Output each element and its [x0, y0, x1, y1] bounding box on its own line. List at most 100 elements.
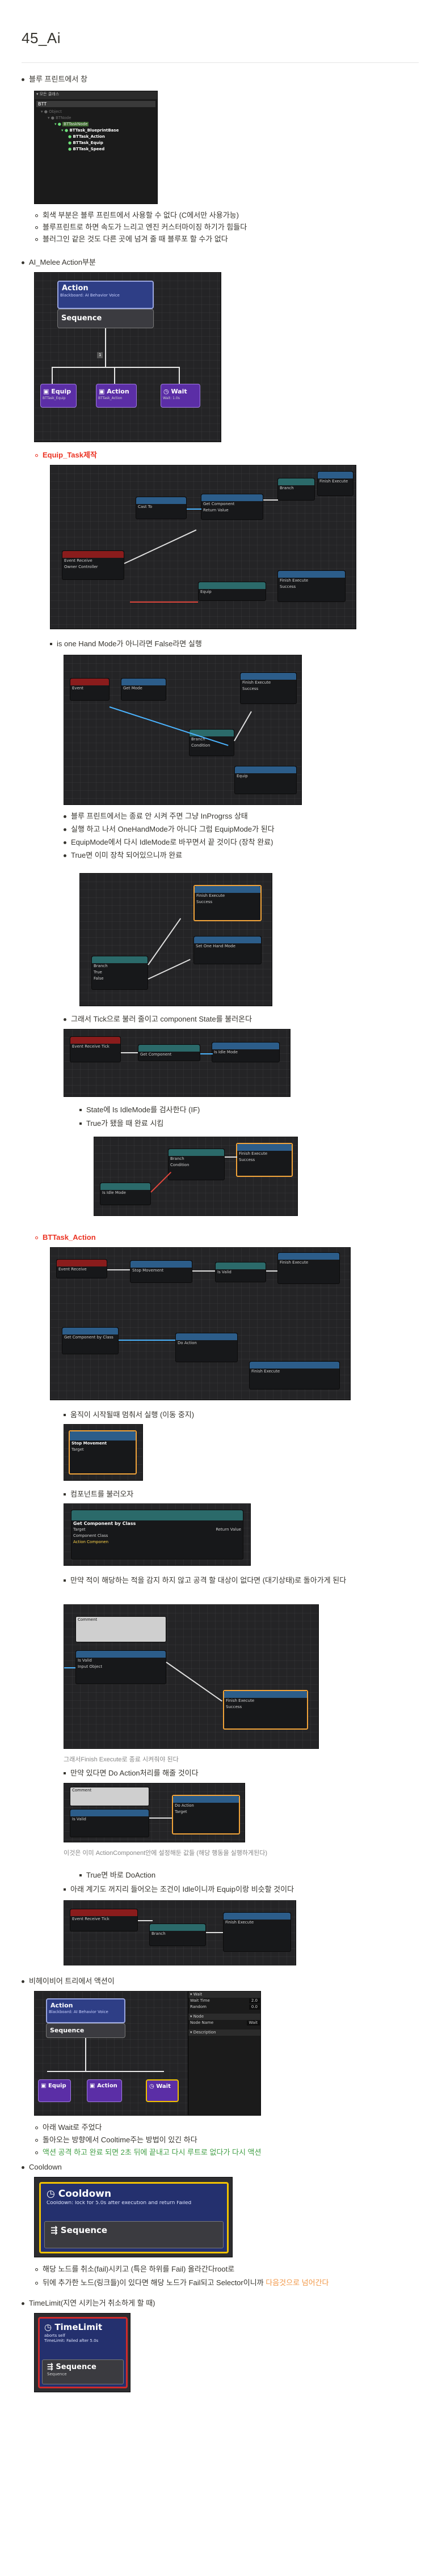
bt-link [52, 367, 53, 384]
graph-wire [138, 1920, 153, 1921]
bt-link [114, 367, 115, 384]
graph-node: Is Idle Mode [100, 1183, 151, 1205]
comment-box: Comment [70, 1787, 149, 1806]
graph-wire [234, 711, 252, 742]
cooldown-sequence: ⇶ Sequence [44, 2221, 224, 2248]
bullet-dot [35, 238, 38, 241]
bt-wait-node: ◷ Wait [146, 2079, 179, 2102]
class-tree-screenshot: ▾ 모든 클래스 BTT ▾ ● Object ▾ ● BTNode ▾ ● B… [34, 91, 158, 204]
action-idle-screenshot: Event Receive Tick Branch Finish Execute [64, 1900, 296, 1965]
graph-node: Is Valid [215, 1262, 266, 1282]
section2-bullet: AI_Melee Action부분 [22, 258, 96, 267]
graph-wire [107, 1269, 130, 1270]
graph-node: Is Valid [70, 1809, 149, 1837]
bt-link [105, 328, 106, 368]
bt-link-label: 1 [97, 352, 103, 358]
note-item: 아래 Wait로 주었다 [35, 2123, 410, 2132]
equip-if-notes: State에 Is IdleMode를 검사한다 (IF) True가 됐을 때… [79, 1105, 409, 1128]
tree-item-blueprintbase: ▾ ● BTTask_BlueprintBase [61, 128, 119, 133]
section4-notes: 해당 노드를 취소(fail)시키고 (특은 하위를 Fail) 올라간다roo… [35, 2265, 432, 2287]
equip-item: 그래서 Tick으로 불러 줄이고 component State를 불러온다 [64, 1015, 252, 1024]
graph-wire [266, 1270, 277, 1272]
note-item: 블러그인 같은 것도 다른 곳에 넘겨 줄 때 블루포 할 수가 없다 [35, 235, 410, 244]
section3-heading: 비헤이비어 트리에서 액션이 [29, 1977, 115, 1985]
graph-node: Event [70, 678, 110, 701]
graph-wire [124, 529, 197, 564]
stop-movement-screenshot: Stop Movement Target [64, 1424, 143, 1481]
section3-notes: 아래 Wait로 주었다 돌아오는 방향에서 Cooltime주는 방법이 있긴… [35, 2123, 410, 2157]
graph-node: Equip [234, 766, 297, 794]
bt-action-task-node: ▣ Action BTTask_Action [96, 384, 137, 408]
section2-heading: AI_Melee Action부분 [29, 258, 96, 266]
bullet-dot [64, 841, 66, 844]
graph-node: Branch [277, 478, 315, 501]
action-item: 움직이 시작될때 멈춰서 실행 (이동 중지) [64, 1410, 194, 1420]
timelimit-sequence: ⇶ Sequence Sequence [42, 2359, 124, 2384]
tree-item-action: ● BTTask_Action [68, 134, 105, 139]
note-item: 블루 프린트에서는 종료 안 시켜 주면 그냥 InProgrss 상태 [64, 812, 415, 821]
bullet-dot [64, 1493, 66, 1495]
equip-item: is one Hand Mode가 아니라면 False라면 실행 [50, 639, 202, 649]
bt-action-node: Action Blackboard: AI Behavior Voice [46, 1998, 125, 2023]
timelimit-node: ◷ TimeLimit aborts self TimeLimit: Faile… [38, 2317, 128, 2388]
bullet-dot [64, 1579, 66, 1582]
section1-bullet: 블루 프린트에서 창 [22, 75, 87, 84]
bullet-dot [35, 2139, 38, 2142]
bullet-dot [35, 2268, 38, 2271]
bullet-dot [64, 828, 66, 831]
stop-movement-node: Stop Movement Target [69, 1430, 137, 1475]
bullet-dot [50, 643, 52, 645]
cooldown-node: ◷ Cooldown Cooldown: lock for 5.0s after… [39, 2182, 229, 2253]
action-item: 아래 계기도 꺼지리 들어오는 조건이 Idle이니까 Equip이랑 비슷할 … [64, 1885, 415, 1894]
graph-wire [187, 509, 201, 510]
note-item: 뒤에 추가한 노드(링크들)이 있다면 해당 노드가 Fail되고 Select… [35, 2278, 432, 2287]
graph-node: Finish Execute [223, 1912, 291, 1952]
graph-wire [119, 1340, 175, 1341]
cooldown-screenshot: ◷ Cooldown Cooldown: lock for 5.0s after… [34, 2177, 233, 2257]
graph-node: Equip [198, 582, 266, 601]
tree-item-speed: ● BTTask_Speed [68, 147, 105, 151]
bullet-dot [35, 226, 38, 229]
graph-node: Is Idle Mode [212, 1042, 280, 1062]
note-item: 액션 공격 하고 완료 되면 2초 뒤에 끝내고 다시 루트로 없다가 다시 액… [35, 2148, 410, 2157]
graph-node: Get Mode [121, 678, 166, 701]
graph-wire [149, 1817, 172, 1819]
action-item: 컴포넌트를 불러오자 [64, 1490, 133, 1499]
note-item: 해당 노드를 취소(fail)시키고 (특은 하위를 Fail) 올라간다roo… [35, 2265, 432, 2274]
bt-sequence-node: Sequence [57, 309, 154, 328]
note-item: 회색 부분은 블루 프린트에서 사용할 수 없다 (C에서만 사용가능) [35, 211, 410, 220]
bullet-dot [64, 815, 66, 818]
bt-link [47, 2071, 164, 2072]
graph-node: Set One Hand Mode [193, 936, 262, 964]
graph-wire [121, 1052, 138, 1053]
section1-notes: 회색 부분은 블루 프린트에서 사용할 수 없다 (C에서만 사용가능) 블루프… [35, 211, 410, 244]
graph-node: Event Receive [56, 1259, 107, 1278]
graph-wire [225, 1156, 237, 1158]
graph-node: Finish Execute [249, 1361, 340, 1389]
section1-heading: 블루 프린트에서 창 [29, 75, 87, 83]
section5-bullet: TimeLimit(지연 시키는거 취소하게 할 때) [22, 2299, 155, 2308]
section5-heading: TimeLimit(지연 시키는거 취소하게 할 때) [29, 2299, 155, 2307]
graph-node: Finish Execute [317, 471, 353, 496]
bullet-dot [64, 1018, 66, 1021]
equip-task-heading: Equip_Task제작 [43, 451, 97, 459]
bullet-dot [35, 2151, 38, 2154]
bullet-dot [64, 854, 66, 857]
bullet-dot [22, 2302, 24, 2305]
section4-bullet: Cooldown [22, 2163, 62, 2172]
timelimit-screenshot: ◷ TimeLimit aborts self TimeLimit: Faile… [34, 2313, 131, 2392]
